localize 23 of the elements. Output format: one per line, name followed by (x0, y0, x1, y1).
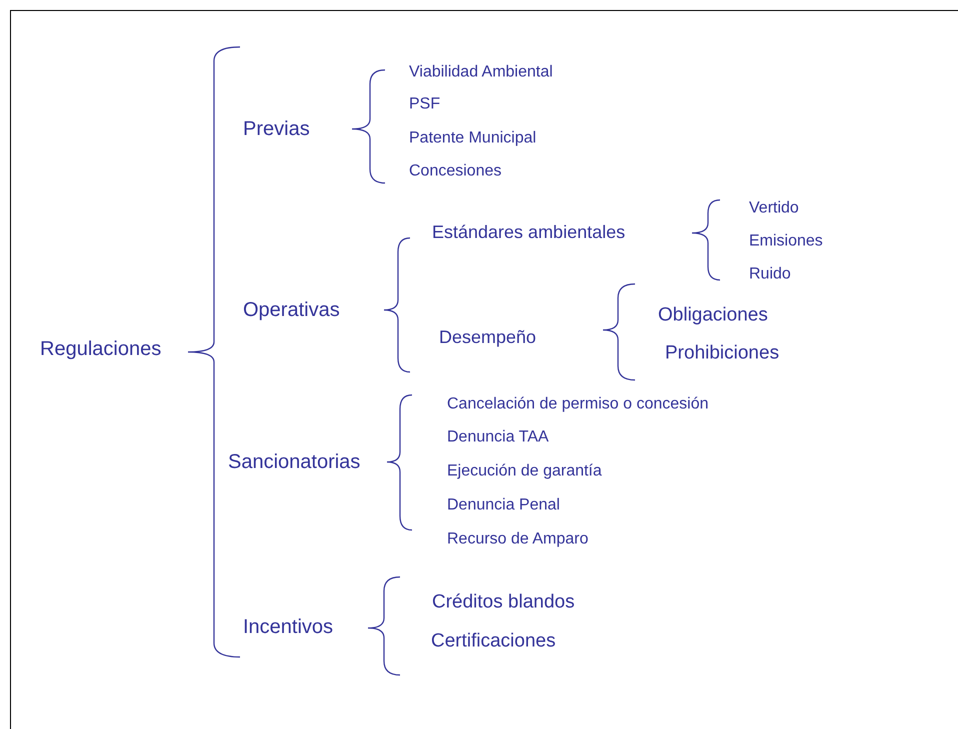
tree-label: Certificaciones (431, 630, 556, 654)
tree-label: Créditos blandos (432, 592, 575, 614)
tree-label: Denuncia Penal (447, 495, 560, 515)
tree-label: Incentivos (243, 615, 334, 639)
tree-label: Ruido (749, 264, 791, 284)
tree-label: Obligaciones (658, 304, 768, 328)
tree-label: Sancionatorias (228, 450, 360, 474)
tree-label: Prohibiciones (665, 342, 780, 366)
tree-label: Ejecución de garantía (447, 461, 602, 481)
tree-label: Operativas (243, 298, 340, 322)
tree-label: Concesiones (409, 161, 502, 181)
tree-label: Vertido (749, 198, 799, 218)
tree-label: Regulaciones (40, 337, 162, 361)
tree-label: PSF (409, 94, 440, 114)
tree-label: Estándares ambientales (432, 222, 626, 244)
tree-label: Patente Municipal (409, 128, 536, 148)
tree-label: Recurso de Amparo (447, 529, 588, 549)
tree-label: Previas (243, 117, 310, 141)
tree-label: Desempeño (439, 327, 536, 349)
tree-label: Viabilidad Ambiental (409, 62, 553, 82)
tree-label: Emisiones (749, 231, 823, 251)
tree-label: Denuncia TAA (447, 427, 549, 447)
tree-label: Cancelación de permiso o concesión (447, 394, 708, 414)
